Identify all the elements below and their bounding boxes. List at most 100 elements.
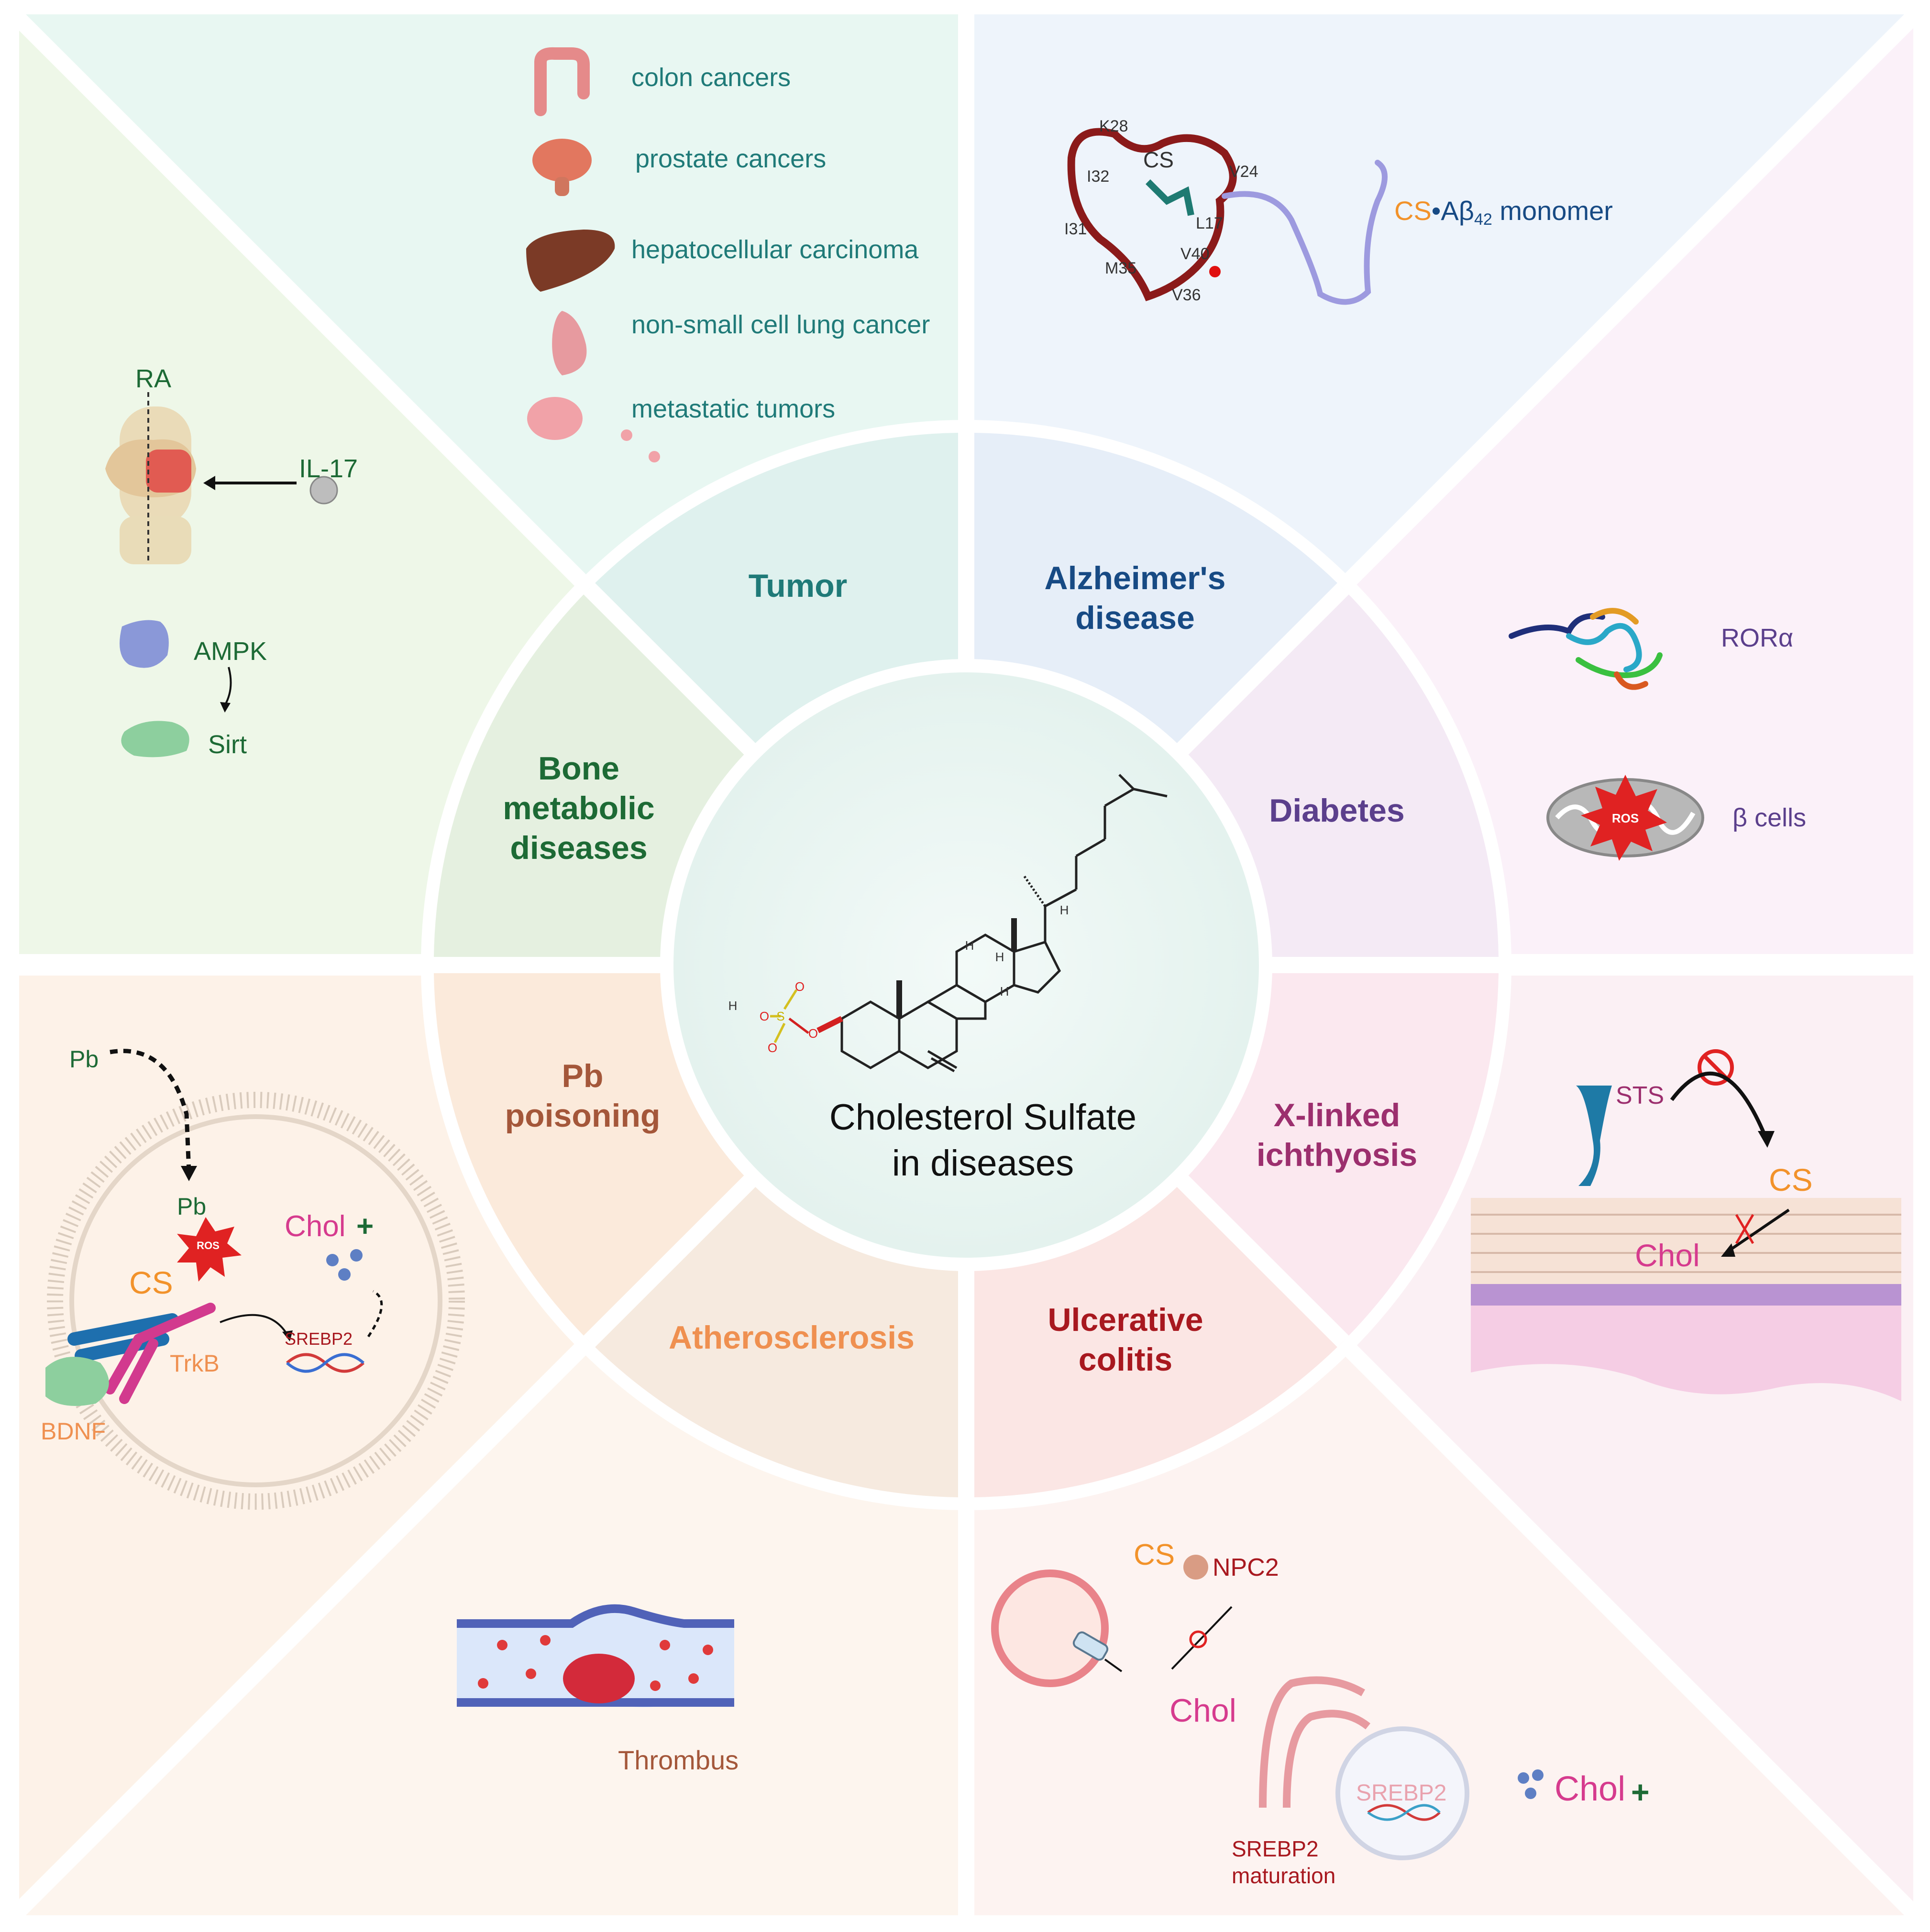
knee-joint-icon [105, 392, 196, 564]
residue-v36: V36 [1172, 286, 1201, 304]
uc-chol-plus-label: Chol [1555, 1770, 1625, 1808]
pb-srebp2-label: SREBP2 [285, 1329, 353, 1349]
tumor-title: Tumor [749, 568, 848, 604]
ros-label: ROS [1612, 811, 1639, 825]
pb-plus-label: + [356, 1210, 374, 1243]
tumor-item-nsclc: non-small cell lung cancer [631, 310, 930, 339]
molecule-atom-labels: H S O O O O H H H H [728, 903, 1069, 1055]
svg-text:H: H [1060, 903, 1069, 917]
abeta-ribbon [1067, 128, 1388, 305]
uc-srebp2-label: SREBP2 [1356, 1780, 1446, 1806]
diabetes-panel: ROS RORα β cells [1509, 608, 1806, 861]
svg-text:H: H [728, 999, 738, 1013]
maturation-line1: SREBP2 [1232, 1836, 1319, 1861]
residue-i31: I31 [1064, 220, 1087, 238]
prostate-icon [532, 139, 592, 196]
trkb-label: TrkB [170, 1350, 220, 1377]
alzheimer-panel: K28 I32 CS V24 I31 L17 M35 V40 V36 CS•Aβ… [1064, 117, 1613, 305]
ros-burst-icon [177, 1217, 242, 1282]
npc2-protein-icon [1183, 1555, 1208, 1580]
cell-membrane [47, 1092, 465, 1510]
bone-title-line1: Bone [538, 750, 619, 787]
blood-vessel-thrombus-icon [457, 1604, 734, 1707]
ulcerative-title-line2: colitis [1079, 1341, 1173, 1378]
segment-titles: Tumor Alzheimer's disease Diabetes X-lin… [503, 560, 1417, 1378]
npc2-label: NPC2 [1213, 1554, 1279, 1581]
trkb-receptor-icon [67, 1303, 216, 1404]
uc-cs-label: CS [1134, 1538, 1175, 1571]
ra-label: RA [135, 364, 171, 393]
pb-chol-label: Chol [285, 1210, 346, 1243]
bdnf-label: BDNF [41, 1418, 106, 1445]
atherosclerosis-title: Atherosclerosis [669, 1319, 915, 1356]
svg-text:O: O [795, 979, 805, 994]
residue-l17: L17 [1196, 214, 1223, 232]
terminal-atom [1209, 266, 1221, 277]
svg-text:H: H [995, 950, 1004, 964]
xl-cs-label: CS [1769, 1162, 1813, 1197]
pb-outer-label: Pb [69, 1046, 99, 1073]
colon-icon [534, 47, 590, 116]
ror-alpha-structure-icon [1509, 608, 1663, 690]
residue-i32: I32 [1087, 167, 1109, 186]
uc-chol-label: Chol [1169, 1692, 1236, 1729]
lysosome-icon [991, 1570, 1109, 1687]
center-title-line1: Cholesterol Sulfate [829, 1097, 1136, 1138]
bdnf-protein-icon [45, 1357, 109, 1406]
diabetes-title: Diabetes [1269, 792, 1404, 829]
xlinked-title-line2: ichthyosis [1257, 1137, 1417, 1173]
pb-panel: ROS Pb Pb Chol + CS SREBP2 TrkB BDNF [41, 1046, 465, 1510]
x-chromosome-icon [1576, 1086, 1612, 1186]
pb-title-line2: poisoning [505, 1098, 661, 1134]
sirt-protein-icon [121, 721, 189, 757]
xlinked-panel: STS CS Chol [1471, 1049, 1901, 1401]
svg-text:S: S [776, 1009, 784, 1023]
ampk-protein-icon [120, 620, 169, 668]
bone-panel: RA IL-17 AMPK Sirt [105, 364, 358, 759]
residue-m35: M35 [1105, 259, 1136, 277]
tumor-panel: colon cancers prostate cancers hepatocel… [526, 47, 930, 462]
residue-k28: K28 [1099, 117, 1128, 135]
residue-v40: V40 [1180, 245, 1210, 263]
ulcerative-panel: CS NPC2 Chol SREBP2 SREBP2 maturation Ch… [991, 1538, 1650, 1888]
pb-ros-label: ROS [197, 1240, 220, 1251]
svg-text:O: O [808, 1026, 818, 1041]
center-title-line2: in diseases [892, 1143, 1074, 1184]
pb-title-line1: Pb [562, 1058, 604, 1094]
uc-plus-label: + [1631, 1774, 1650, 1810]
sirt-label: Sirt [208, 730, 247, 759]
alzheimer-title-line2: disease [1075, 600, 1195, 636]
mitochondrion-icon: ROS [1546, 775, 1704, 861]
cholesterol-sulfate-structure [770, 774, 1168, 1073]
skin-cross-section-icon [1471, 1198, 1901, 1401]
beta-cells-label: β cells [1732, 803, 1806, 832]
svg-text:O: O [768, 1041, 777, 1055]
cs-ligand [1146, 179, 1194, 216]
alzheimer-title-line1: Alzheimer's [1045, 560, 1226, 596]
metastatic-tumor-icon [527, 397, 660, 462]
dna-icon [286, 1353, 364, 1373]
tumor-item-hcc: hepatocellular carcinoma [631, 235, 919, 264]
ror-alpha-label: RORα [1721, 624, 1793, 652]
bone-title-line2: metabolic [503, 790, 654, 826]
maturation-line2: maturation [1232, 1863, 1335, 1888]
ulcerative-title-line1: Ulcerative [1048, 1302, 1203, 1338]
atherosclerosis-panel: Thrombus [457, 1604, 739, 1775]
tumor-item-prostate: prostate cancers [635, 144, 826, 173]
ring [421, 420, 1511, 1510]
il17-label: IL-17 [299, 454, 358, 483]
residue-v24: V24 [1229, 163, 1258, 181]
svg-text:H: H [1000, 984, 1009, 999]
svg-text:O: O [760, 1009, 769, 1023]
xlinked-title-line1: X-linked [1274, 1097, 1401, 1133]
thrombus-label: Thrombus [618, 1745, 739, 1775]
golgi-icon [1259, 1676, 1370, 1808]
center-circle [673, 672, 1259, 1258]
liver-icon [526, 230, 615, 292]
svg-text:H: H [965, 938, 974, 953]
pb-inner-label: Pb [177, 1193, 206, 1220]
tumor-item-metastatic: metastatic tumors [631, 395, 835, 423]
bone-title-line3: diseases [510, 830, 647, 866]
